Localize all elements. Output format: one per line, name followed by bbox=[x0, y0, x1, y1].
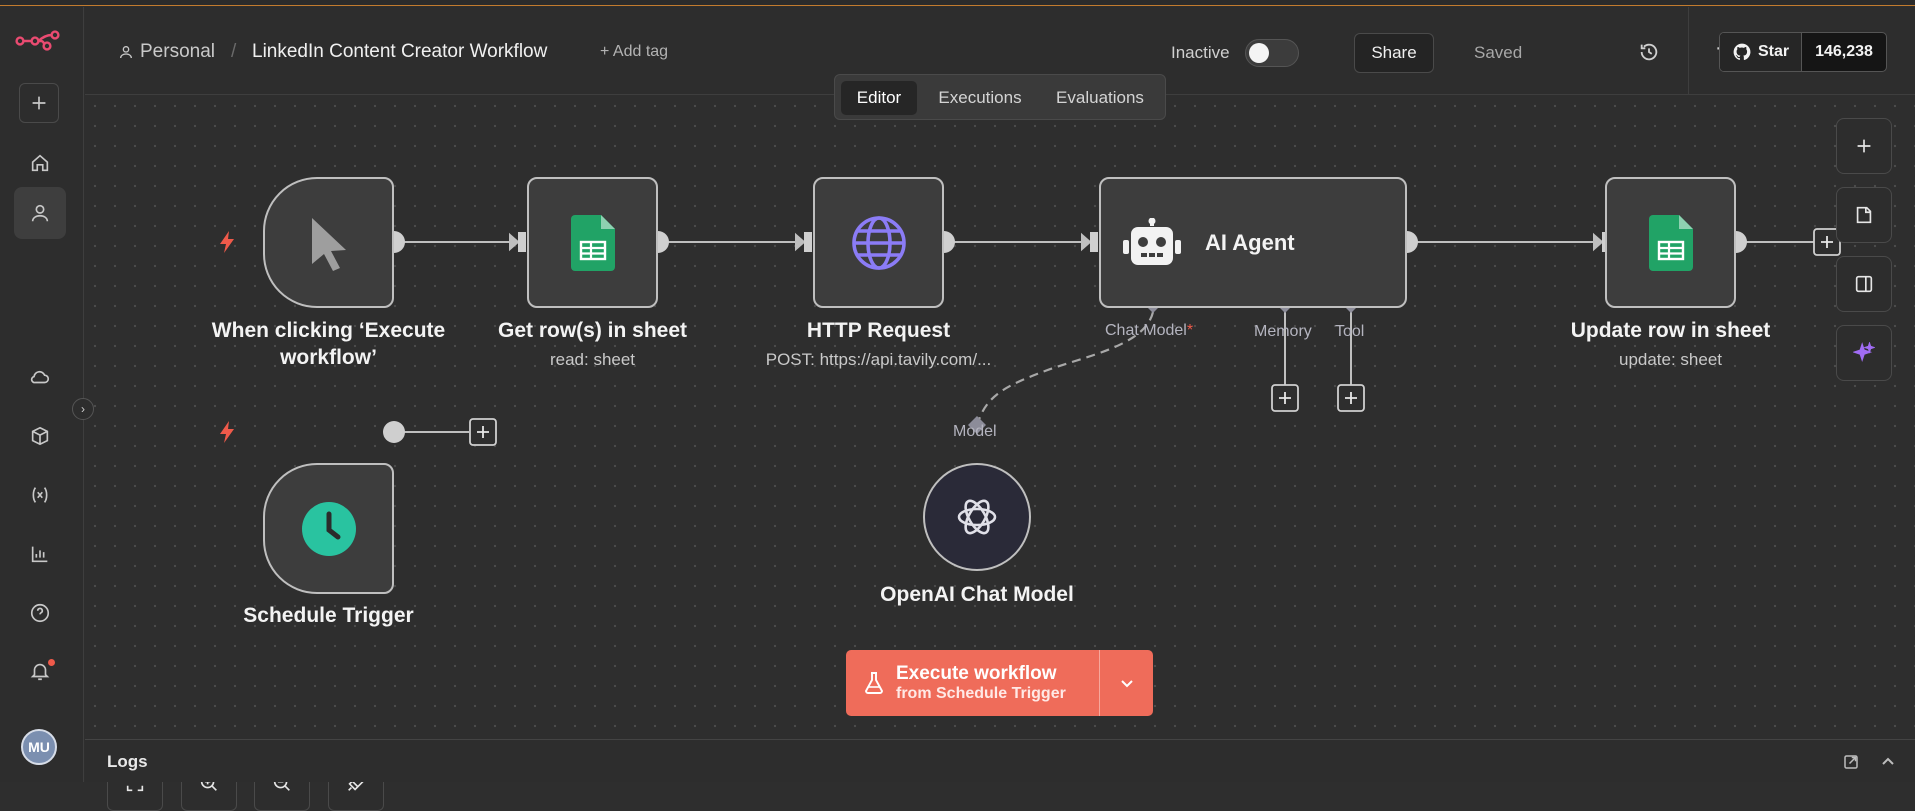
toggle-knob bbox=[1249, 43, 1269, 63]
chat-model-port-label: Chat Model* bbox=[1105, 322, 1194, 339]
execute-label: Execute workflow bbox=[896, 663, 1057, 684]
clock-icon bbox=[301, 501, 356, 556]
input-port bbox=[518, 232, 526, 252]
left-sidebar: MU bbox=[0, 7, 84, 782]
workflow-title[interactable]: LinkedIn Content Creator Workflow bbox=[252, 41, 548, 62]
sidebar-expand-button[interactable]: › bbox=[72, 398, 94, 420]
breadcrumb-project[interactable]: Personal bbox=[140, 41, 215, 62]
top-accent-line bbox=[0, 0, 1915, 6]
globe-icon bbox=[851, 215, 906, 270]
ai-assistant-icon[interactable] bbox=[1836, 325, 1892, 381]
execute-sublabel: from Schedule Trigger bbox=[896, 685, 1066, 702]
input-port bbox=[804, 232, 812, 252]
bell-icon[interactable] bbox=[14, 645, 66, 697]
output-port bbox=[383, 421, 405, 443]
node-manual-trigger[interactable] bbox=[263, 177, 394, 308]
personal-icon[interactable] bbox=[14, 187, 66, 239]
insights-icon[interactable] bbox=[14, 528, 66, 580]
openai-icon bbox=[957, 499, 997, 535]
google-sheets-icon bbox=[570, 214, 615, 271]
breadcrumb-separator: / bbox=[231, 41, 237, 62]
tool-port-label: Tool bbox=[1335, 323, 1365, 340]
active-toggle[interactable] bbox=[1245, 39, 1299, 67]
cloud-icon[interactable] bbox=[14, 351, 66, 403]
node-update-row[interactable] bbox=[1605, 177, 1736, 308]
model-port bbox=[968, 416, 986, 434]
variables-icon[interactable] bbox=[14, 469, 66, 521]
node-get-rows[interactable] bbox=[527, 177, 658, 308]
templates-icon[interactable] bbox=[14, 410, 66, 462]
memory-port-label: Memory bbox=[1254, 323, 1312, 340]
arrow-head bbox=[509, 232, 520, 252]
chevron-down-icon bbox=[1120, 680, 1133, 688]
share-button[interactable]: Share bbox=[1354, 33, 1434, 73]
logs-label: Logs bbox=[107, 752, 148, 771]
node-http-request[interactable] bbox=[813, 177, 944, 308]
github-icon bbox=[1733, 43, 1751, 61]
input-port bbox=[1090, 232, 1098, 252]
add-button[interactable] bbox=[19, 83, 59, 123]
arrow-head bbox=[795, 232, 806, 252]
history-icon[interactable] bbox=[1638, 41, 1660, 63]
view-tabs: Editor Executions Evaluations bbox=[834, 74, 1166, 120]
node-label: AI Agent bbox=[1205, 229, 1295, 255]
github-star-label: Star bbox=[1757, 43, 1790, 60]
add-node-button[interactable] bbox=[1836, 118, 1892, 174]
trigger-bolt-icon bbox=[220, 421, 234, 443]
execute-dropdown-button[interactable] bbox=[1099, 650, 1153, 716]
execute-main[interactable]: Execute workflow from Schedule Trigger bbox=[846, 650, 1099, 716]
status-label: Inactive bbox=[1171, 43, 1230, 62]
robot-icon bbox=[1123, 217, 1181, 265]
notification-dot bbox=[48, 659, 55, 666]
node-label: Schedule Trigger bbox=[243, 604, 414, 627]
github-star-count[interactable]: 146,238 bbox=[1815, 43, 1873, 60]
saved-status: Saved bbox=[1474, 43, 1523, 62]
node-schedule-trigger[interactable] bbox=[263, 463, 394, 594]
node-openai-chat-model[interactable] bbox=[923, 463, 1031, 571]
header-divider bbox=[1688, 7, 1689, 95]
model-connection bbox=[975, 311, 1155, 427]
node-label: Update row in sheet bbox=[1570, 319, 1771, 342]
home-icon[interactable] bbox=[14, 137, 66, 189]
cursor-icon bbox=[311, 217, 346, 271]
n8n-logo-icon[interactable] bbox=[15, 29, 61, 53]
execute-workflow-button[interactable]: Execute workflow from Schedule Trigger bbox=[846, 650, 1153, 716]
node-label: HTTP Request bbox=[806, 319, 951, 342]
trigger-bolt-icon bbox=[220, 231, 234, 253]
pop-out-icon[interactable] bbox=[1842, 753, 1860, 771]
chevron-up-icon[interactable] bbox=[1880, 754, 1896, 770]
node-subtitle: POST: https://api.tavily.com/... bbox=[765, 350, 992, 369]
help-icon[interactable] bbox=[14, 587, 66, 639]
model-port-label: Model bbox=[953, 423, 997, 440]
logs-panel[interactable]: Logs bbox=[85, 739, 1915, 782]
add-tag-link[interactable]: + Add tag bbox=[600, 43, 669, 60]
tab-evaluations[interactable]: Evaluations bbox=[1056, 88, 1144, 107]
sticky-note-icon[interactable] bbox=[1836, 187, 1892, 243]
avatar[interactable]: MU bbox=[21, 729, 57, 765]
tab-executions[interactable]: Executions bbox=[938, 88, 1022, 107]
github-star-button[interactable]: Star bbox=[1720, 33, 1802, 71]
arrow-head bbox=[1081, 232, 1092, 252]
node-subtitle: update: sheet bbox=[1618, 350, 1723, 369]
arrow-head bbox=[1593, 232, 1604, 252]
node-subtitle: read: sheet bbox=[549, 350, 636, 369]
user-icon bbox=[118, 44, 134, 60]
tab-editor[interactable]: Editor bbox=[841, 81, 917, 115]
node-label: Get row(s) in sheet bbox=[497, 319, 688, 342]
node-ai-agent[interactable]: AI Agent bbox=[1099, 177, 1407, 308]
github-star-widget[interactable]: Star 146,238 bbox=[1719, 32, 1887, 72]
flask-icon bbox=[865, 672, 883, 694]
panel-toggle-icon[interactable] bbox=[1836, 256, 1892, 312]
node-label: OpenAI Chat Model bbox=[880, 583, 1074, 606]
google-sheets-icon bbox=[1648, 214, 1693, 271]
